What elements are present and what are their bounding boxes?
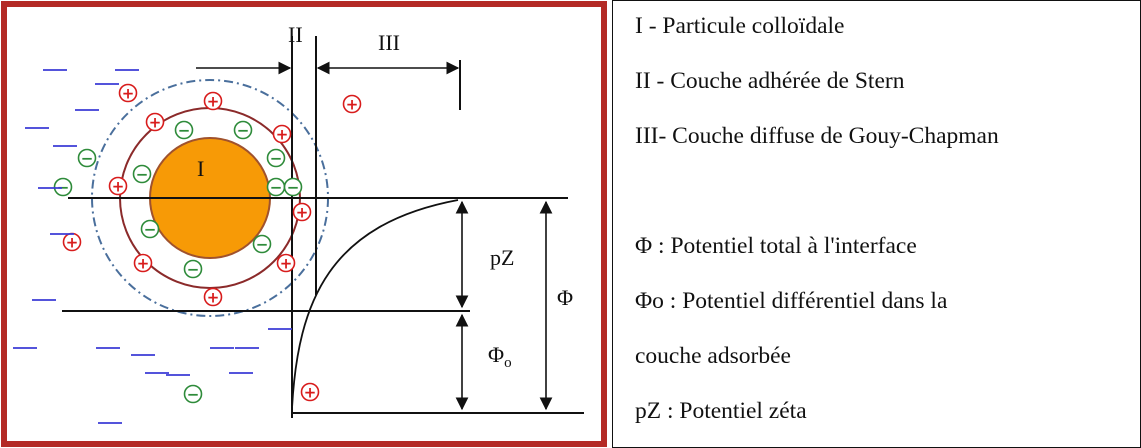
legend-item-particle: I - Particule colloïdale bbox=[635, 13, 845, 39]
negative-ion: − bbox=[233, 120, 253, 140]
zeta-potential-label: pZ bbox=[490, 245, 514, 270]
negative-ion: − bbox=[174, 120, 194, 140]
negative-ion: − bbox=[266, 148, 286, 168]
negative-ion: − bbox=[132, 164, 152, 184]
negative-ion-sign: − bbox=[270, 150, 283, 168]
negative-ion: − bbox=[283, 177, 303, 197]
stern-potential-label: Φo bbox=[488, 342, 512, 371]
legend-item-stern-potential: Φo : Potentiel différentiel dans la bbox=[635, 288, 948, 314]
double-layer-diagram: I II III pZ Φ Φo ++++++++++++−−−−−−−−−−−… bbox=[1, 1, 607, 447]
potential-curve bbox=[291, 199, 459, 409]
positive-ion: + bbox=[108, 176, 128, 196]
negative-ion-sign: − bbox=[187, 386, 200, 404]
negative-ion-sign: − bbox=[144, 221, 157, 239]
negative-ion: − bbox=[140, 219, 160, 239]
legend-item-diffuse: III- Couche diffuse de Gouy-Chapman bbox=[635, 123, 999, 149]
positive-ion: + bbox=[300, 382, 320, 402]
ions-layer: ++++++++++++−−−−−−−−−−−− bbox=[13, 69, 362, 424]
negative-ion: − bbox=[252, 234, 272, 254]
stern-zone-label: II bbox=[288, 22, 303, 47]
negative-ion-sign: − bbox=[136, 166, 149, 184]
positive-ion-sign: + bbox=[207, 93, 220, 111]
positive-ion: + bbox=[62, 232, 82, 252]
positive-ion-sign: + bbox=[346, 96, 359, 114]
diagram-frame bbox=[1, 1, 607, 447]
negative-ion-sign: − bbox=[237, 122, 250, 140]
negative-ion-sign: − bbox=[57, 179, 70, 197]
positive-ion-sign: + bbox=[304, 384, 317, 402]
negative-ion-sign: − bbox=[256, 236, 269, 254]
negative-ion: − bbox=[183, 384, 203, 404]
total-potential-label: Φ bbox=[557, 285, 573, 310]
positive-ion: + bbox=[145, 112, 165, 132]
diagram-canvas: I II III pZ Φ Φo ++++++++++++−−−−−−−−−−−… bbox=[1, 1, 607, 447]
negative-ion: − bbox=[183, 259, 203, 279]
positive-ion-sign: + bbox=[112, 178, 125, 196]
positive-ion-sign: + bbox=[66, 234, 79, 252]
positive-ion: + bbox=[276, 253, 296, 273]
positive-ion: + bbox=[272, 124, 292, 144]
positive-ion-sign: + bbox=[149, 114, 162, 132]
negative-ion-sign: − bbox=[81, 150, 94, 168]
legend-item-total-potential: Φ : Potentiel total à l'interface bbox=[635, 233, 917, 259]
positive-ion: + bbox=[118, 83, 138, 103]
diffuse-zone-label: III bbox=[378, 30, 400, 55]
positive-ion-sign: + bbox=[280, 255, 293, 273]
legend-item-stern: II - Couche adhérée de Stern bbox=[635, 68, 905, 94]
legend-item-zeta-potential: pZ : Potentiel zéta bbox=[635, 398, 807, 424]
positive-ion-sign: + bbox=[122, 85, 135, 103]
negative-ion: − bbox=[266, 177, 286, 197]
positive-ion: + bbox=[203, 287, 223, 307]
positive-ion-sign: + bbox=[207, 289, 220, 307]
legend-panel: I - Particule colloïdale II - Couche adh… bbox=[612, 0, 1141, 448]
negative-ion: − bbox=[77, 148, 97, 168]
negative-ion: − bbox=[53, 177, 73, 197]
positive-ion-sign: + bbox=[137, 255, 150, 273]
positive-ion: + bbox=[292, 202, 312, 222]
positive-ion-sign: + bbox=[276, 126, 289, 144]
negative-ion-sign: − bbox=[187, 261, 200, 279]
negative-ion-sign: − bbox=[287, 179, 300, 197]
positive-ion: + bbox=[133, 253, 153, 273]
negative-ion-sign: − bbox=[178, 122, 191, 140]
particle-zone-label: I bbox=[197, 156, 204, 181]
positive-ion-sign: + bbox=[296, 204, 309, 222]
positive-ion: + bbox=[342, 94, 362, 114]
positive-ion: + bbox=[203, 91, 223, 111]
negative-ion-sign: − bbox=[270, 179, 283, 197]
legend-item-stern-potential-cont: couche adsorbée bbox=[635, 343, 791, 369]
